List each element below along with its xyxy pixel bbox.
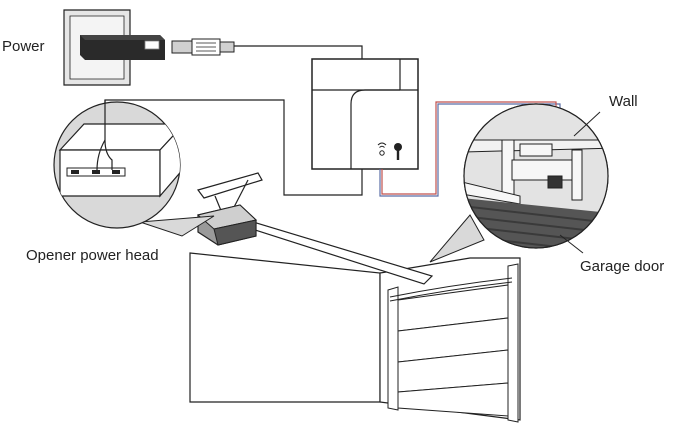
usb-plug-icon (171, 38, 235, 56)
wifi-icon (377, 142, 387, 156)
wall-label: Wall (609, 93, 638, 110)
garage-door-panels (389, 277, 513, 417)
power-adapter-icon (63, 9, 165, 86)
controller-box (311, 58, 419, 170)
terminal-block (66, 167, 126, 177)
sensor-icon (394, 143, 402, 160)
garage-door-label: Garage door (580, 258, 665, 275)
opener-zoom-callout (53, 100, 215, 237)
opener-power-head-label: Opener power head (26, 247, 159, 264)
power-cable (234, 45, 363, 62)
power-label: Power (2, 38, 45, 55)
wall-sensor-zoom-callout (429, 103, 609, 263)
opener-power-head (196, 204, 258, 246)
wall-leader-line (573, 111, 601, 137)
garage-door-leader-line (559, 234, 584, 254)
